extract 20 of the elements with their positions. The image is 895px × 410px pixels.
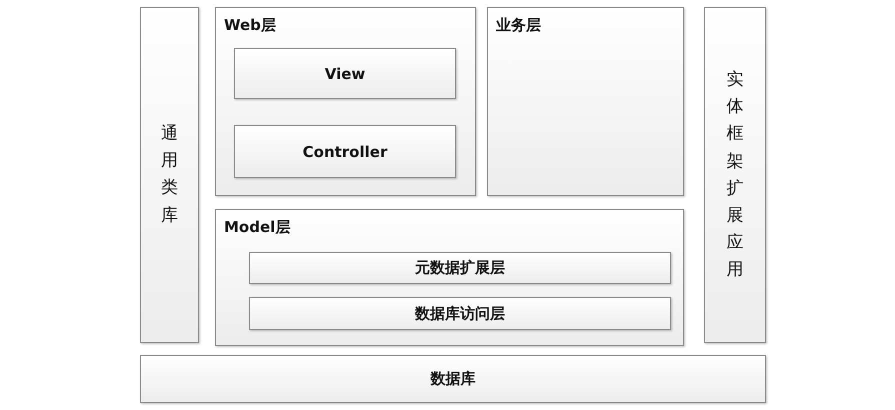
layer-label: 数据库	[429, 370, 476, 388]
vertical-label-box	[140, 7, 199, 343]
layer-panel	[215, 7, 476, 196]
layer-box	[234, 125, 456, 178]
layer-box	[140, 355, 766, 403]
layer-label: View	[324, 64, 366, 82]
layer-label: 元数据扩展层	[414, 258, 506, 278]
layer-panel	[487, 7, 684, 196]
layer-heading: Model层	[224, 218, 290, 237]
layer-heading: 业务层	[496, 16, 541, 35]
layer-label: 数据库访问层	[414, 304, 506, 323]
vertical-label-box	[704, 7, 766, 343]
layer-panel	[215, 209, 684, 346]
layer-box	[234, 48, 456, 99]
layer-box	[249, 252, 671, 284]
layer-label: 实体框架扩展应用	[726, 68, 744, 282]
layer-heading: Web层	[224, 16, 276, 35]
layer-label: Controller	[302, 142, 388, 160]
layer-label: 通用类库	[161, 122, 178, 228]
layer-box	[249, 297, 671, 330]
